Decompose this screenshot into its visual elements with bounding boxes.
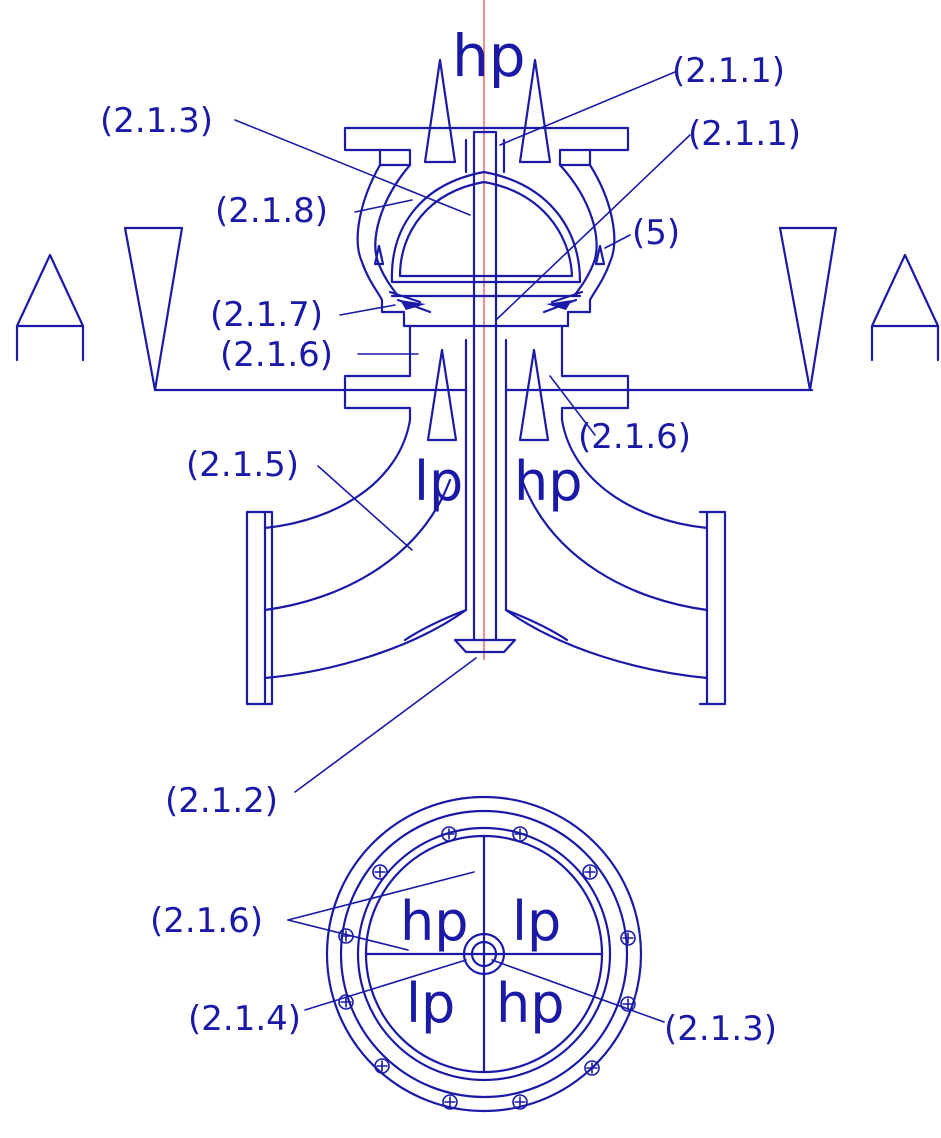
- label-211b: (2.1.1): [688, 114, 801, 154]
- bolt-hole: [372, 864, 388, 880]
- hub-inner: [470, 940, 498, 968]
- left-flange: [245, 510, 274, 706]
- bolt-hole: [582, 864, 598, 880]
- label-216c: (2.1.6): [150, 901, 263, 941]
- label-213a: (2.1.3): [100, 101, 213, 141]
- seal-left: [400, 300, 426, 310]
- quadrant-top-right: lp: [512, 890, 561, 953]
- leader-211b: [495, 134, 691, 321]
- small-arrow-left: [373, 244, 385, 266]
- leader-213b: [491, 959, 665, 1023]
- top-flange: [343, 126, 630, 167]
- label-216b: (2.1.6): [578, 417, 691, 457]
- leader-215: [317, 465, 413, 551]
- left-pipe: [263, 418, 468, 680]
- section-marker-left: [15, 253, 85, 362]
- section-view: (2.1.1) (2.1.1) (2.1.3) (2.1.8) (5) (2.1…: [15, 22, 940, 821]
- quadrant-top-left: hp: [400, 890, 469, 953]
- leader-216b: [549, 375, 596, 436]
- label-217: (2.1.7): [210, 295, 323, 335]
- bolt-hole: [338, 994, 354, 1010]
- label-214: (2.1.4): [188, 999, 301, 1039]
- leader-5: [604, 234, 631, 249]
- bolt-hole: [620, 996, 636, 1012]
- outer-flange-ring: [325, 795, 643, 1113]
- section-arrow-right: [778, 226, 838, 392]
- leader-214: [304, 959, 467, 1011]
- label-212: (2.1.2): [165, 781, 278, 821]
- arrow-top-left: [423, 58, 457, 164]
- diaphragm-dome: [390, 170, 582, 284]
- label-5: (5): [632, 213, 680, 253]
- bolt-hole: [441, 826, 457, 842]
- arrow-inner-right: [518, 348, 550, 442]
- leader-217: [339, 304, 396, 316]
- section-marker-right: [870, 253, 940, 362]
- label-218: (2.1.8): [215, 191, 328, 231]
- quadrant-bottom-left: lp: [406, 972, 455, 1035]
- label-216a: (2.1.6): [220, 335, 333, 375]
- leader-216c-a: [287, 871, 475, 921]
- flange-ring-2: [339, 809, 629, 1099]
- bolt-hole: [512, 1094, 528, 1110]
- arrow-inner-left: [426, 348, 458, 442]
- body-neck: [343, 318, 630, 422]
- section-arrow-left: [123, 226, 184, 392]
- small-arrow-right: [594, 244, 606, 266]
- cross-lines: [364, 834, 604, 1074]
- label-213b: (2.1.3): [664, 1009, 777, 1049]
- leader-212: [294, 657, 477, 793]
- leader-218: [354, 199, 413, 213]
- right-flange: [698, 510, 727, 706]
- quadrant-bottom-right: hp: [496, 972, 565, 1035]
- label-215: (2.1.5): [186, 445, 299, 485]
- leader-213a: [234, 119, 471, 216]
- pressure-left-outlet: lp: [414, 450, 463, 513]
- bolt-holes: [338, 826, 636, 1110]
- bolt-hole: [512, 826, 528, 842]
- body-inner-walls: [403, 338, 569, 642]
- bolt-hole: [442, 1094, 458, 1110]
- stem: [464, 130, 506, 642]
- right-pipe: [504, 418, 709, 680]
- leader-211a: [499, 71, 676, 146]
- pressure-top: hp: [452, 22, 526, 90]
- arrow-top-right: [518, 58, 552, 164]
- bolt-hole: [620, 930, 636, 946]
- leader-216c-b: [287, 919, 409, 951]
- pressure-right-outlet: hp: [514, 450, 583, 513]
- hub-outer: [462, 932, 506, 976]
- diaphragm-dome-inner: [398, 180, 574, 278]
- label-211a: (2.1.1): [672, 51, 785, 91]
- plan-view: (2.1.6) (2.1.4) (2.1.3) hp lp lp hp: [150, 795, 777, 1113]
- bolt-hole: [584, 1060, 600, 1076]
- diaphragm-plate: [388, 290, 584, 314]
- stem-foot: [453, 638, 517, 654]
- bolt-hole: [374, 1058, 390, 1074]
- bonnet-outer: [356, 163, 616, 322]
- seal-right: [546, 300, 572, 310]
- flange-ring-3: [356, 826, 612, 1082]
